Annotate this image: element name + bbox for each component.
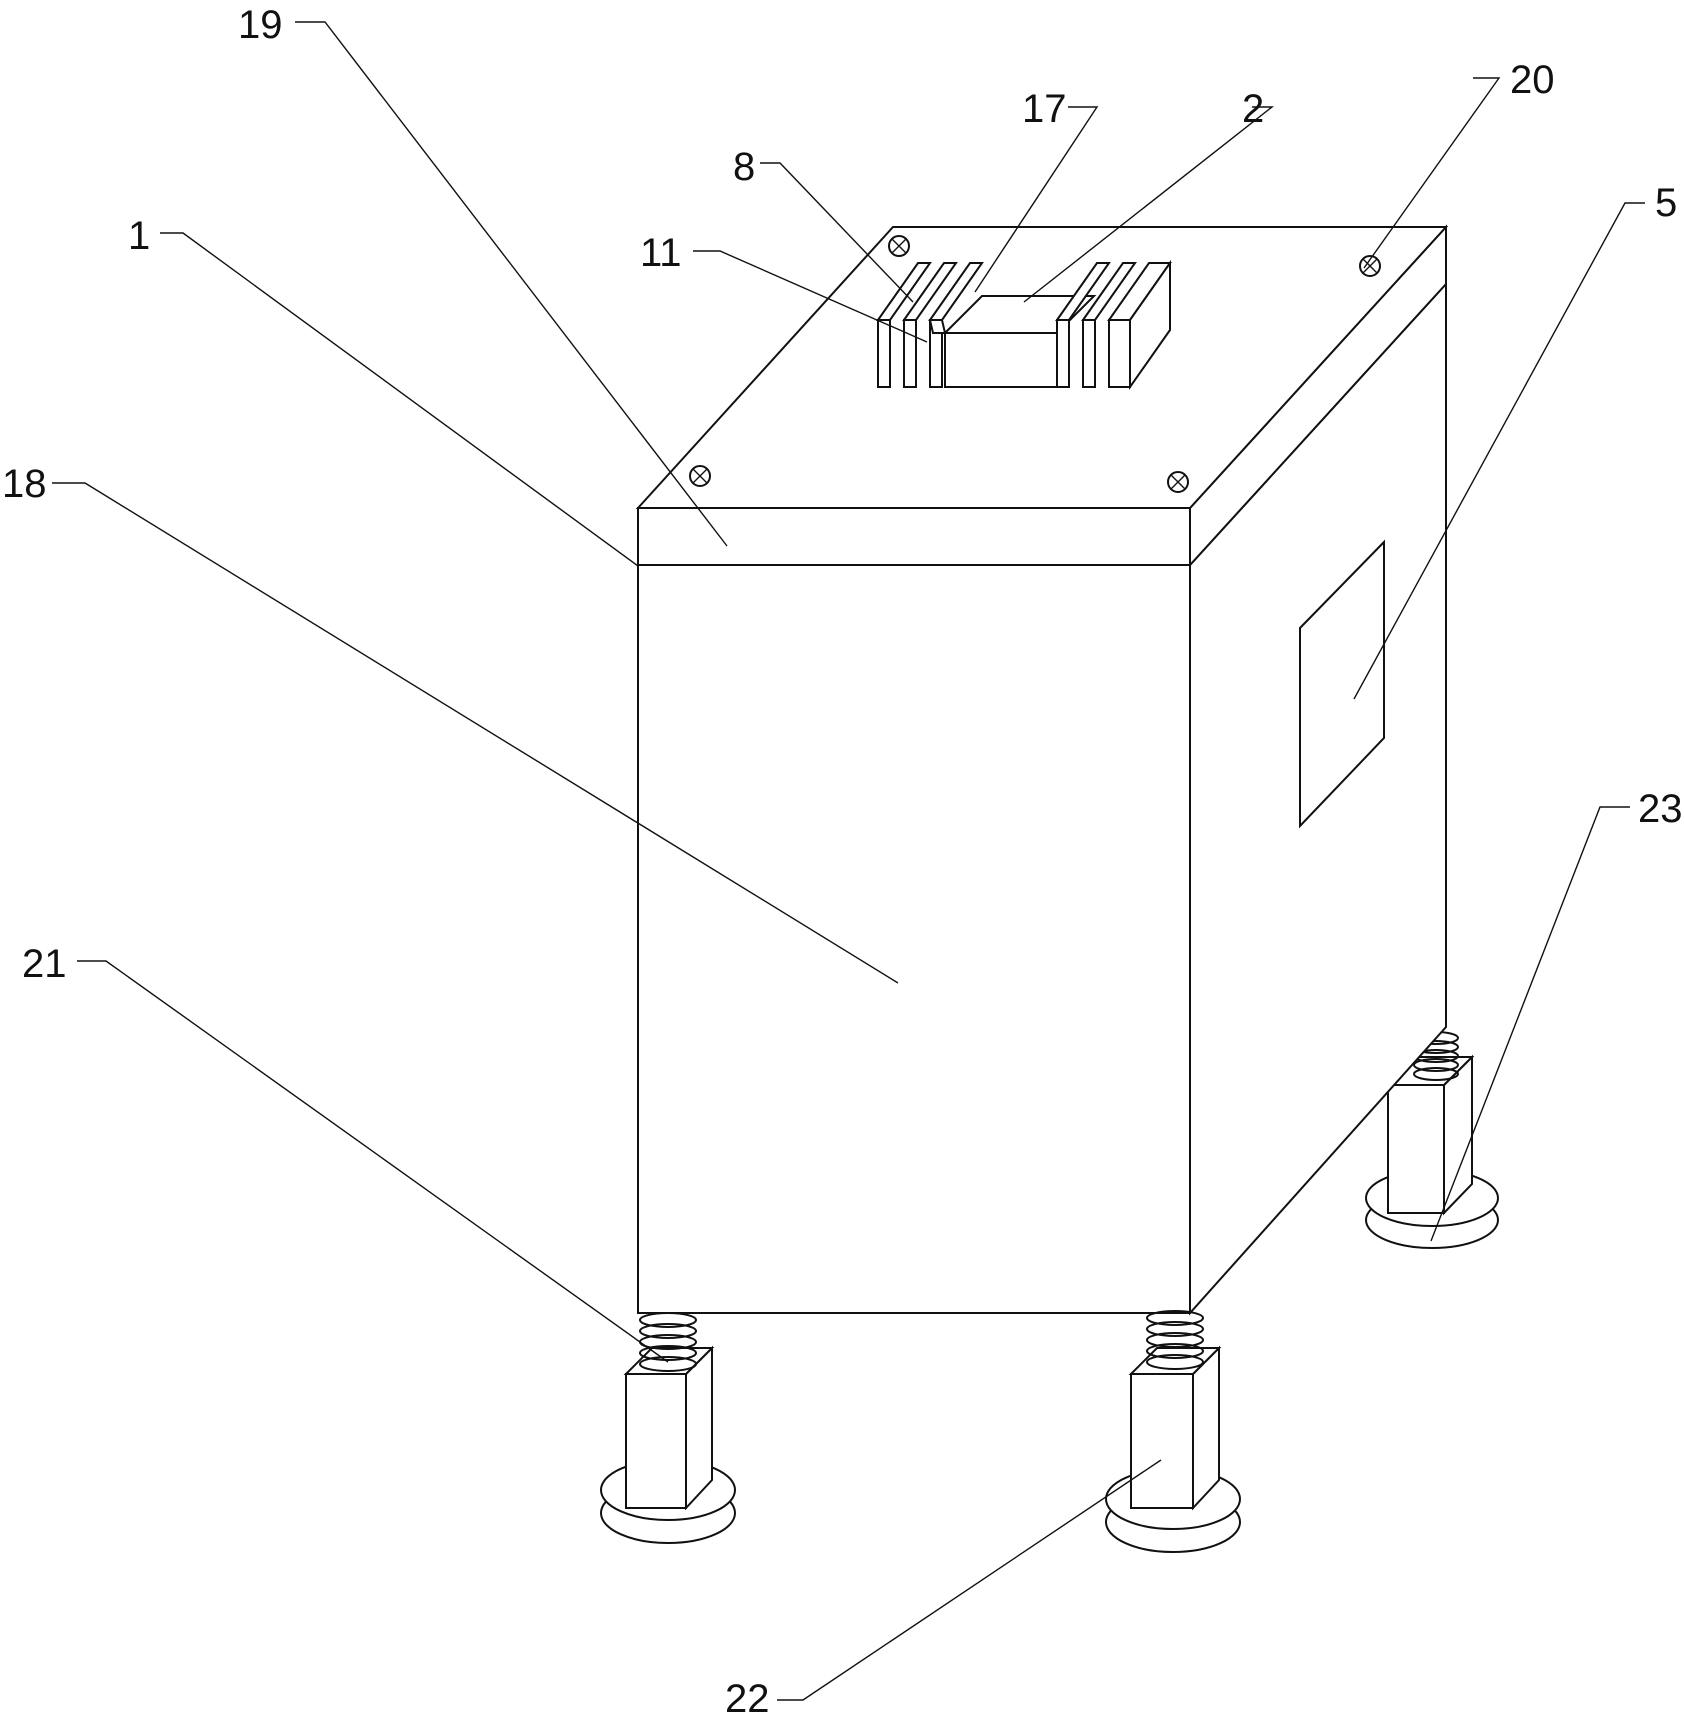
label-2: 2 bbox=[1242, 87, 1264, 131]
screw-icon bbox=[1167, 471, 1189, 493]
label-8: 8 bbox=[733, 145, 755, 189]
label-22: 22 bbox=[725, 1677, 770, 1718]
side-window bbox=[1299, 539, 1385, 829]
label-23: 23 bbox=[1638, 787, 1683, 831]
screw-icon bbox=[1359, 255, 1381, 277]
cabinet bbox=[635, 224, 1449, 1316]
foot-block-side bbox=[685, 1345, 713, 1511]
front-left-foot bbox=[600, 1312, 736, 1544]
top-cover-front-strip bbox=[637, 507, 1191, 566]
right-fins bbox=[1055, 259, 1172, 391]
left-fins bbox=[876, 262, 984, 388]
screw-icon bbox=[689, 465, 711, 487]
foot-block-front bbox=[1130, 1373, 1194, 1509]
label-11: 11 bbox=[640, 231, 682, 275]
label-5: 5 bbox=[1655, 181, 1677, 225]
foot-block-side bbox=[1192, 1345, 1220, 1511]
foot-spring bbox=[639, 1312, 697, 1372]
screw-icon bbox=[888, 235, 910, 257]
top-assembly bbox=[876, 259, 1172, 391]
screws bbox=[689, 235, 1381, 493]
foot-block-front bbox=[625, 1373, 687, 1509]
cabinet-front-face bbox=[637, 564, 1191, 1314]
reference-labels: 19 17 2 20 8 5 1 11 18 23 21 22 bbox=[2, 3, 1683, 1718]
handle-front bbox=[944, 332, 1058, 388]
leader-lines bbox=[52, 21, 1645, 1701]
label-17: 17 bbox=[1022, 87, 1067, 131]
front-right-foot bbox=[1105, 1310, 1241, 1553]
label-18: 18 bbox=[2, 462, 47, 506]
back-foot-block-front bbox=[1387, 1084, 1445, 1214]
label-20: 20 bbox=[1510, 58, 1555, 102]
label-19: 19 bbox=[238, 3, 283, 47]
foot-spring bbox=[1146, 1310, 1204, 1370]
label-21: 21 bbox=[22, 942, 67, 986]
label-1: 1 bbox=[128, 214, 150, 258]
